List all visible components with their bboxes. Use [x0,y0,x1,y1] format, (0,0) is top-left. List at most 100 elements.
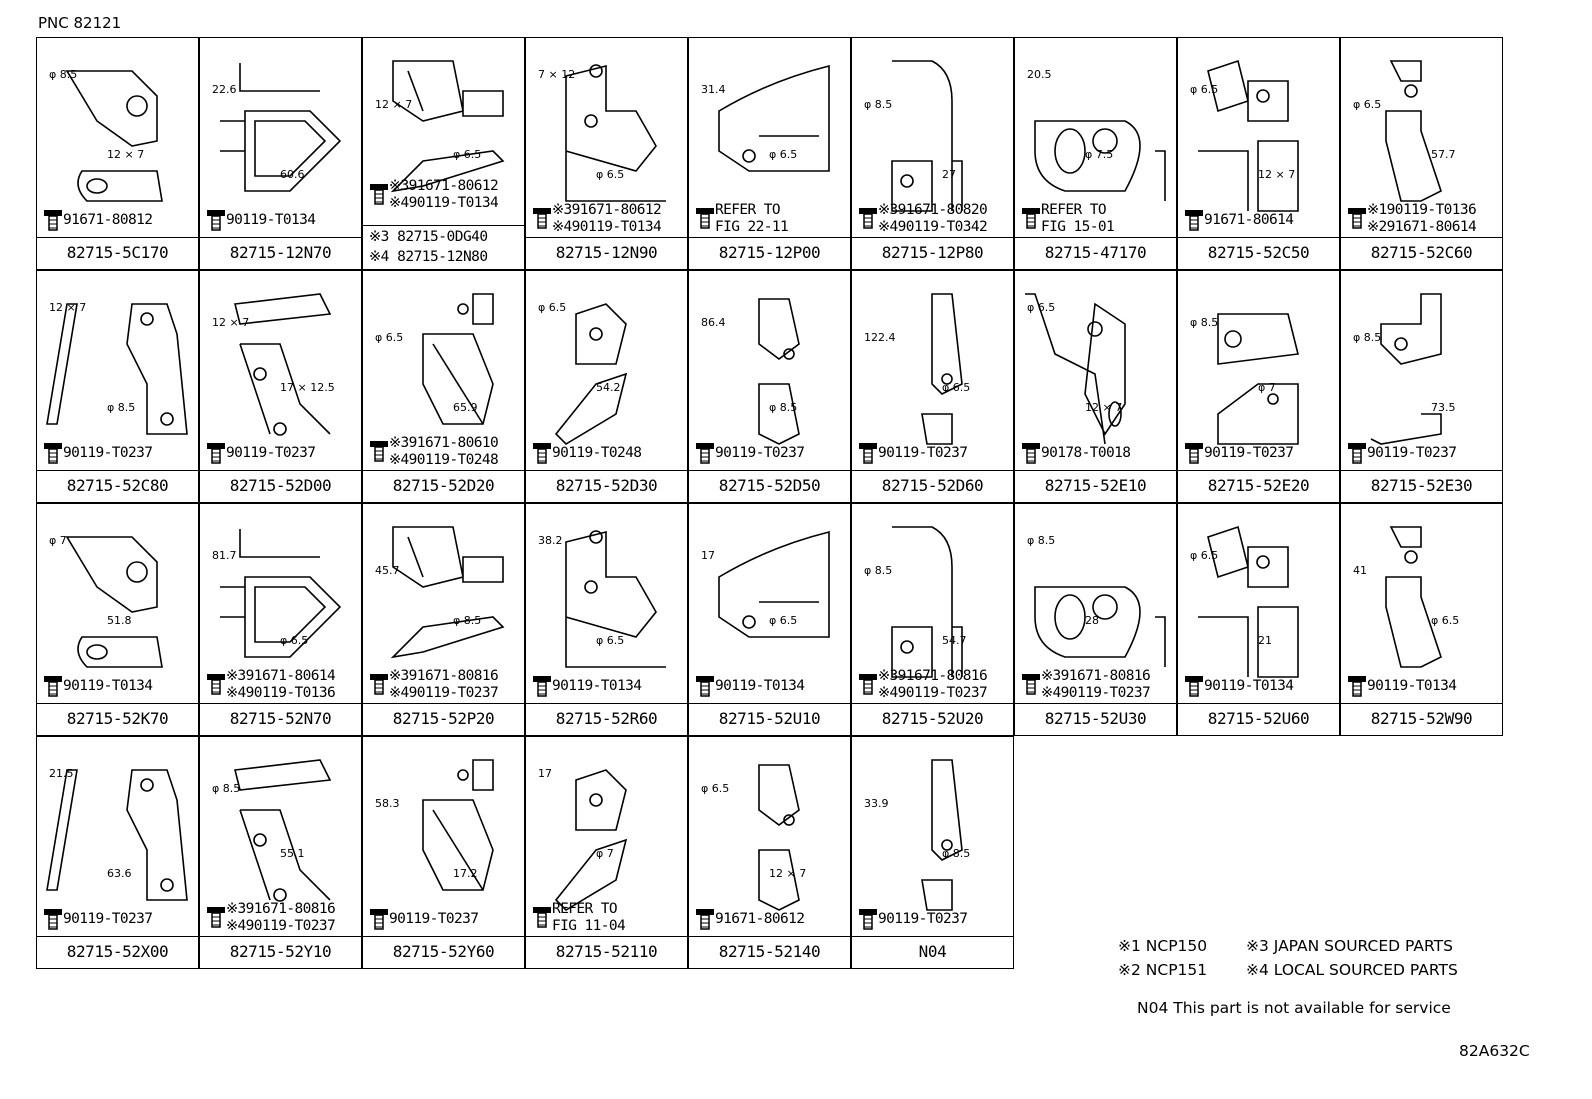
fastener-callout: ※190119-T0136※291671-80614 [1343,200,1501,236]
fastener-number: ※490119-T0248 [389,452,499,468]
dimension-label: 22.6 [212,83,237,96]
part-number: 82715-52U10 [689,703,850,735]
part-number: 82715-52C50 [1178,237,1339,269]
part-number: 82715-52W90 [1341,703,1502,735]
fastener-callout: ※391671-80610※490119-T0248 [365,433,523,469]
bolt-icon [1021,673,1041,695]
dimension-label: 12 × 7 [375,98,413,111]
fastener-number: 91671-80612 [715,911,805,927]
service-note: N04 This part is not available for servi… [1137,999,1451,1017]
fastener-callout: 90119-T0237 [691,439,849,467]
sub-part-number: ※3 82715-0DG40 [363,225,524,248]
dimension-label: 51.8 [107,614,132,627]
bracket-drawing [526,504,686,700]
dimension-label: 17 [538,767,552,780]
legend-note-2: ※2 NCP151 [1118,961,1208,979]
bolt-icon [1184,209,1204,231]
bolt-icon [369,908,389,930]
bolt-icon [43,908,63,930]
bracket-drawing [200,271,360,467]
fastener-callout: 90119-T0134 [691,672,849,700]
dimension-label: φ 7 [49,534,67,547]
part-number: 82715-12P80 [852,237,1013,269]
bracket-drawing [1178,38,1338,234]
fastener-number: 90119-T0134 [226,212,316,228]
part-number: 82715-52140 [689,936,850,968]
bolt-icon [695,207,715,229]
bolt-icon [369,440,389,462]
part-number: 82715-52U30 [1015,703,1176,735]
dimension-label: 12 × 7 [212,316,250,329]
bracket-drawing [526,737,686,933]
fastener-callout: ※391671-80614※490119-T0136 [202,666,360,702]
part-number: 82715-52E30 [1341,470,1502,502]
bolt-icon [532,675,552,697]
fastener-callout: ※391671-80612※490119-T0134 [528,200,686,236]
dimension-label: 45.7 [375,564,400,577]
fastener-number: ※391671-80816 [878,668,988,684]
part-number: 82715-52K70 [37,703,198,735]
fastener-number: 90119-T0248 [552,445,642,461]
bolt-icon [1184,675,1204,697]
fastener-number: 90119-T0237 [389,911,479,927]
fastener-callout: 91671-80614 [1180,206,1338,234]
fastener-number: ※490119-T0237 [226,918,336,934]
part-number: 82715-52Y10 [200,936,361,968]
fastener-number: 90119-T0134 [715,678,805,694]
fastener-number: 90119-T0237 [63,445,153,461]
bracket-drawing [363,737,523,933]
bolt-icon [858,673,878,695]
dimension-label: 60.6 [280,168,305,181]
fastener-number: 90119-T0237 [878,445,968,461]
part-number: 82715-52R60 [526,703,687,735]
dimension-label: φ 6.5 [1431,614,1460,627]
bracket-drawing [37,271,197,467]
dimension-label: 12 × 7 [769,867,807,880]
bolt-icon [43,442,63,464]
bolt-icon [43,209,63,231]
part-number: 82715-52D60 [852,470,1013,502]
part-number: 82715-52X00 [37,936,198,968]
diagram-code: 82A632C [1459,1042,1530,1060]
part-number: 82715-52110 [526,936,687,968]
fastener-callout: 90119-T0134 [1180,672,1338,700]
bolt-icon [206,442,226,464]
fastener-number: 90178-T0018 [1041,445,1131,461]
bolt-icon [1347,675,1367,697]
bracket-drawing [363,504,523,700]
fastener-number: 91671-80812 [63,212,153,228]
bracket-drawing [37,38,197,234]
bolt-icon [858,442,878,464]
dimension-label: φ 8.5 [942,847,971,860]
bracket-drawing [1178,271,1338,467]
bracket-drawing [1178,504,1338,700]
part-number: 82715-52D00 [200,470,361,502]
dimension-label: φ 6.5 [1027,301,1056,314]
dimension-label: 41 [1353,564,1367,577]
bracket-drawing [689,737,849,933]
fastener-number: FIG 22-11 [715,219,789,235]
dimension-label: φ 6.5 [1190,83,1219,96]
part-number: 82715-12P00 [689,237,850,269]
bolt-icon [43,675,63,697]
fastener-number: ※490119-T0136 [226,685,336,701]
dimension-label: φ 6.5 [1353,98,1382,111]
fastener-number: ※490119-T0342 [878,219,988,235]
bolt-icon [1347,442,1367,464]
bolt-icon [532,906,552,928]
dimension-label: φ 8.5 [769,401,798,414]
fastener-callout: 90119-T0248 [528,439,686,467]
part-number: 82715-12N70 [200,237,361,269]
bracket-drawing [200,504,360,700]
part-number: 82715-52C80 [37,470,198,502]
bracket-drawing [852,38,1012,234]
part-number: 82715-52U20 [852,703,1013,735]
